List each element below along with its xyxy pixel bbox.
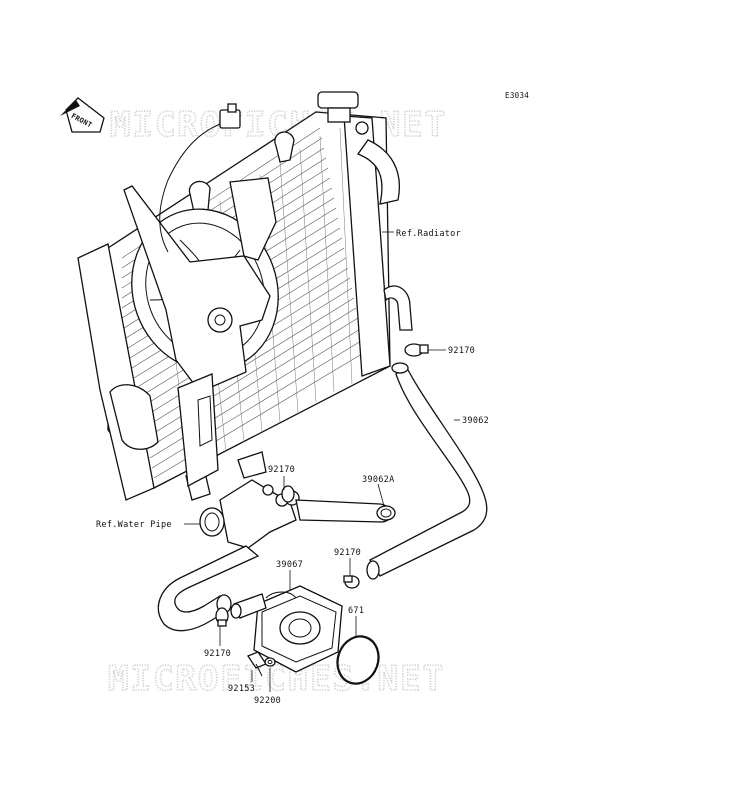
label-39062: 39062 — [462, 416, 489, 426]
label-92170-c: 92170 — [334, 548, 361, 558]
clamp-92170-hose — [343, 575, 360, 589]
label-39067: 39067 — [276, 560, 303, 570]
hose-lower — [157, 545, 260, 632]
clamp-92170-upper — [404, 343, 429, 357]
o-ring-671 — [336, 635, 380, 685]
diagram-code: E3034 — [505, 91, 529, 100]
label-ref-water-pipe: Ref.Water Pipe — [96, 520, 172, 530]
washer-92200 — [264, 657, 276, 667]
label-92170-a: 92170 — [448, 346, 475, 356]
label-ref-radiator: Ref.Radiator — [396, 229, 461, 239]
label-92153: 92153 — [228, 684, 255, 694]
label-92170-d: 92170 — [204, 649, 231, 659]
leader-39062a — [377, 483, 385, 507]
label-671: 671 — [348, 606, 364, 616]
label-39062a: 39062A — [362, 475, 395, 485]
hose-39062a — [295, 499, 396, 523]
cooling-fan — [123, 103, 279, 488]
front-arrow-icon: FRONT — [60, 97, 105, 133]
oil-cooler — [230, 585, 343, 673]
watermark-bottom: MICROFICHES.NET — [108, 659, 445, 699]
clamp-92170-lower — [215, 607, 229, 627]
label-92200: 92200 — [254, 696, 281, 706]
clamp-92170-pipe — [281, 485, 295, 503]
hose-39062 — [366, 362, 488, 580]
label-92170-b: 92170 — [268, 465, 295, 475]
